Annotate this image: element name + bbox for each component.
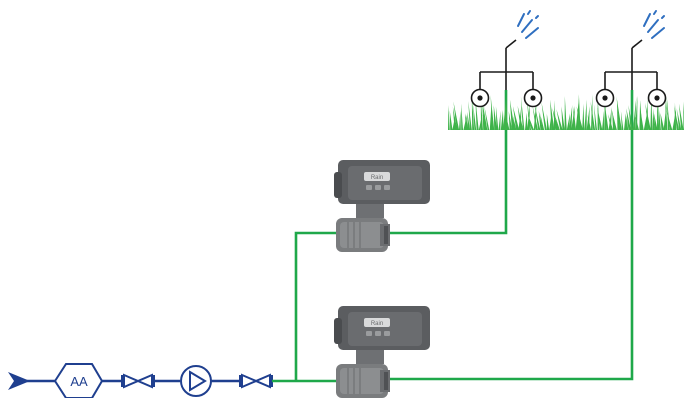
solenoid-valve-controller-upper: Rain <box>334 160 430 252</box>
gate-valve-icon <box>121 373 155 389</box>
gate-valve-icon <box>239 373 273 389</box>
controller-brand-label: Rain <box>371 321 383 327</box>
sprinkler-head-icon <box>470 88 490 108</box>
controller-brand-label: Rain <box>371 175 383 181</box>
pump-icon <box>180 365 212 397</box>
water-spray-icon <box>517 10 539 39</box>
sprinkler-head-icon <box>595 88 615 108</box>
sprinkler-head-icon <box>647 88 667 108</box>
irrigation-pipes <box>272 90 634 383</box>
flow-arrow-icon <box>8 372 30 390</box>
filter-symbol: AA <box>53 363 104 398</box>
water-spray-icon <box>643 10 665 39</box>
solenoid-valve-controller-lower: Rain <box>334 306 430 398</box>
sprinkler-assembly-right <box>595 10 667 108</box>
grass-strip <box>448 94 684 130</box>
sprinkler-head-icon <box>523 88 543 108</box>
filter-symbol-label: AA <box>70 374 88 389</box>
sprinkler-assembly-left <box>470 10 543 108</box>
